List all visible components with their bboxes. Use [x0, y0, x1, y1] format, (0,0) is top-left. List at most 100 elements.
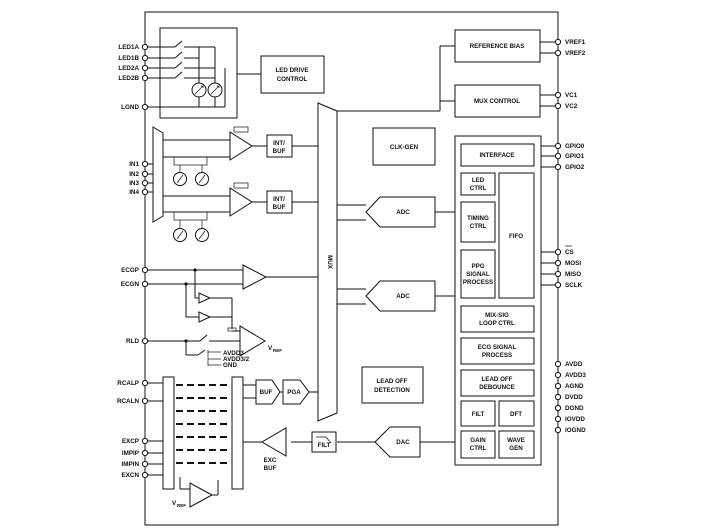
pin-impip-label: IMPIP: [122, 450, 139, 457]
pin-avdd3-label: AVDD3: [565, 372, 586, 379]
dac-label: DAC: [396, 439, 410, 446]
ppg-label-1: PPG: [471, 263, 484, 270]
lead-off-debounce-block: [460, 369, 535, 397]
fifo-block: [498, 172, 535, 299]
input-mux-trapezoid: [152, 126, 164, 223]
led-drive-label-2: CONTROL: [277, 76, 308, 83]
adc-1-label: ADC: [396, 209, 410, 216]
exc-vref-amp: [189, 482, 214, 508]
reference-bias-label: REFERENCE BIAS: [470, 43, 525, 50]
ch2-diode-bar: [173, 211, 208, 221]
lead-off-debounce-label-2: DEBOUNCE: [479, 384, 514, 391]
ch1-tia-amp: [229, 131, 253, 161]
pin-led1b-label: LED1B: [118, 55, 139, 62]
ppg-label-2: SIGNAL: [466, 271, 490, 278]
pin-sclk-label: SCLK: [565, 282, 583, 289]
ppg-label-3: PROCESS: [463, 279, 493, 286]
pin-mosi-label: MOSI: [565, 260, 581, 267]
int-buf-2-label-2: BUF: [273, 204, 286, 211]
fifo-label: FIFO: [509, 233, 523, 240]
adc-2-label: ADC: [396, 293, 410, 300]
pin-avdd-label: AVDD: [565, 361, 583, 368]
mux-label: MUX: [326, 255, 333, 270]
pin-excn-label: EXCN: [122, 472, 140, 479]
int-buf-2-label-1: INT/: [273, 196, 285, 203]
led-ctrl-label-1: LED: [472, 177, 485, 184]
led-ctrl-label-2: CTRL: [470, 185, 487, 192]
avdd-list-3: GND: [223, 362, 237, 369]
pin-gpio1-label: GPIO1: [565, 153, 585, 160]
filt-small-label: FILT: [318, 442, 331, 449]
buf-block: [255, 379, 281, 405]
lead-off-detection-label-2: DETECTION: [374, 387, 410, 394]
lead-off-detection-label-1: LEAD OFF: [377, 378, 408, 385]
pin-rcalp-label: RCALP: [117, 380, 139, 387]
left-pins: LED1A LED1B LED2A LED2B LGND IN1 IN2 IN3…: [117, 43, 149, 479]
ppg-input-section: INT/ BUF INT/ BUF: [148, 126, 318, 242]
digital-section: REFERENCE BIAS MUX CONTROL INTERFACE LED…: [337, 29, 555, 466]
wave-gen-block: [498, 430, 535, 459]
pin-impin-label: IMPIN: [122, 461, 140, 468]
bioz-left-switch-bar: [162, 376, 175, 490]
led-driver-section: LED DRIVE CONTROL: [148, 27, 325, 119]
lead-off-detection-block: [361, 366, 424, 404]
pin-led1a-label: LED1A: [118, 44, 139, 51]
mix-sig-label-2: LOOP CTRL: [479, 320, 515, 327]
ch1-diode-bar: [173, 156, 208, 166]
vref-rld-label: V: [268, 345, 273, 352]
gain-ctrl-block: [460, 430, 496, 459]
pga-block: [282, 379, 310, 405]
vref-rld-sub: REF: [273, 348, 282, 353]
reference-bias-block: [454, 29, 541, 63]
avdd-list-1: AVDD3: [223, 350, 244, 357]
bioz-right-switch-bar: [231, 376, 244, 490]
pin-in2-label: IN2: [129, 171, 139, 178]
avdd-list-2: AVDD3/2: [223, 356, 250, 363]
wave-gen-label-2: GEN: [509, 445, 523, 452]
pin-vref1-label: VREF1: [565, 39, 586, 46]
pin-lgnd-label: LGND: [121, 104, 139, 111]
ppg-signal-process-block: [460, 249, 496, 299]
ecg-inamp: [242, 264, 268, 290]
clk-gen-label: CLK-GEN: [390, 144, 419, 151]
rld-amp: [239, 325, 266, 357]
interface-label: INTERFACE: [479, 152, 514, 159]
ecg-signal-label-1: ECG SIGNAL: [478, 344, 517, 351]
pin-ecgn-label: ECGN: [121, 281, 140, 288]
pin-iovdd-label: IOVDD: [565, 416, 585, 423]
ecg-signal-label-2: PROCESS: [482, 352, 512, 359]
digital-core: [454, 135, 542, 466]
mix-sig-label-1: MIX-SIG: [485, 312, 509, 319]
pin-in1-label: IN1: [129, 161, 139, 168]
pin-vref2-label: VREF2: [565, 50, 586, 57]
bioz-section: BUF PGA EXC BUF V REF: [148, 376, 318, 508]
ch2-tia-amp: [229, 187, 253, 217]
int-buf-1-label-2: BUF: [273, 148, 286, 155]
pga-label: PGA: [287, 389, 301, 396]
pin-rld-label: RLD: [126, 338, 139, 345]
mix-sig-loop-ctrl-block: [460, 305, 535, 333]
pin-cs-label: CS: [565, 249, 574, 256]
lead-off-debounce-label-1: LEAD OFF: [482, 376, 513, 383]
mux-control-label: MUX CONTROL: [474, 98, 520, 105]
led-ctrl-block: [460, 172, 496, 196]
exc-buf-label-2: BUF: [264, 465, 277, 472]
timing-ctrl-label-1: TIMING: [467, 215, 489, 222]
ecg-signal-process-block: [460, 337, 535, 365]
led-switch-box: [159, 27, 238, 119]
int-buf-1-label-1: INT/: [273, 140, 285, 147]
pin-vc1-label: VC1: [565, 92, 578, 99]
pin-in3-label: IN3: [129, 180, 139, 187]
dft-label: DFT: [510, 411, 522, 418]
exc-buf-label-1: EXC: [264, 457, 277, 464]
buf-label: BUF: [260, 389, 273, 396]
main-mux: [317, 102, 338, 422]
adc-section: ADC ADC: [337, 196, 455, 312]
right-pins: VREF1 VREF2 VC1 VC2 GPIO0 GPIO1 GPIO2 CS…: [554, 38, 586, 434]
pin-vc2-label: VC2: [565, 103, 578, 110]
pin-led2b-label: LED2B: [118, 75, 139, 82]
pin-dvdd-label: DVDD: [565, 394, 583, 401]
pin-dgnd-label: DGND: [565, 405, 584, 412]
timing-ctrl-block: [460, 201, 496, 243]
